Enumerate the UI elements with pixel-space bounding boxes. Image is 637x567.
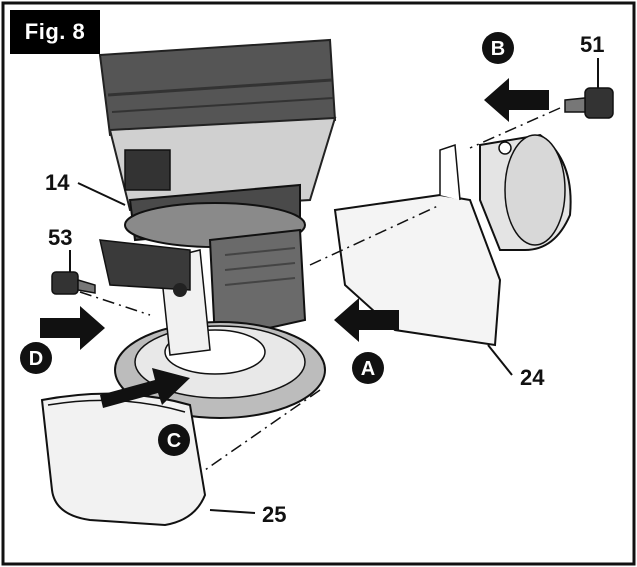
step-b-label: B — [491, 38, 505, 60]
step-letters: B A D C — [20, 32, 514, 456]
part-numbers: 51 14 53 24 25 — [45, 32, 604, 527]
step-c-label: C — [167, 430, 181, 452]
part-25-guard-shield — [40, 392, 207, 527]
step-d-label: D — [29, 348, 43, 370]
callout-51: 51 — [580, 32, 604, 57]
step-a-label: A — [361, 358, 375, 380]
callout-53: 53 — [48, 225, 72, 250]
arrow-a — [334, 298, 399, 342]
arrow-c — [100, 368, 190, 408]
part-51-knob-screw — [564, 87, 614, 119]
router-base — [99, 239, 326, 419]
callout-25: 25 — [262, 502, 286, 527]
arrows — [40, 78, 549, 408]
part-24-dust-hood — [333, 133, 572, 347]
arrow-d — [40, 306, 105, 350]
assembly-guide-lines — [79, 107, 561, 471]
figure-label: Fig. 8 — [10, 10, 100, 54]
callout-24: 24 — [520, 365, 545, 390]
router-motor-housing — [98, 38, 337, 342]
arrow-b — [484, 78, 549, 122]
part-53-knob-screw — [51, 271, 96, 295]
callout-14: 14 — [45, 170, 70, 195]
leader-lines — [69, 58, 599, 514]
